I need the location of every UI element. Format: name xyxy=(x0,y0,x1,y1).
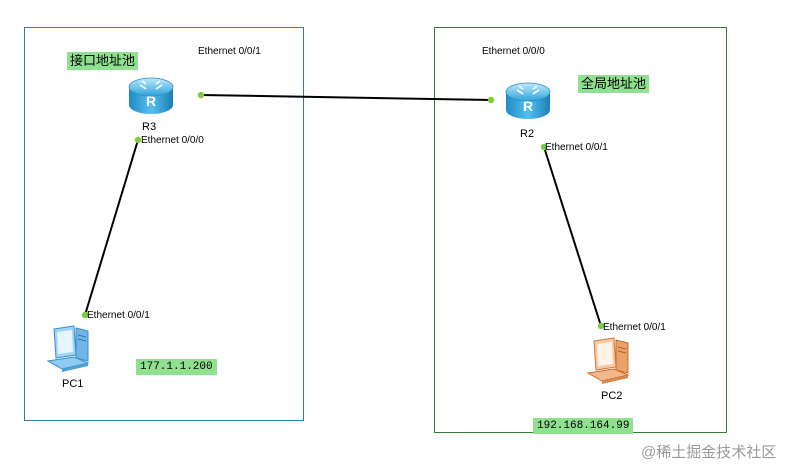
right-area-address: 192.168.164.99 xyxy=(533,418,634,434)
svg-text:R: R xyxy=(523,98,533,114)
pc-icon[interactable] xyxy=(44,325,100,375)
link-r3-r2[interactable] xyxy=(200,94,492,101)
left-area-address: 177.1.1.200 xyxy=(136,359,217,375)
port-label-r3-e000: Ethernet 0/0/0 xyxy=(141,135,204,146)
router-icon[interactable]: R xyxy=(126,73,176,119)
port-dot-r3-e001 xyxy=(197,91,205,99)
pc-icon[interactable] xyxy=(584,337,640,387)
port-label-r3-e001: Ethernet 0/0/1 xyxy=(198,46,261,57)
port-dot-r2-e001 xyxy=(540,143,548,151)
watermark-text: @稀土掘金技术社区 xyxy=(641,444,777,461)
r2-label: R2 xyxy=(520,128,535,140)
right-area-title: 全局地址池 xyxy=(578,75,650,93)
router-icon[interactable]: R xyxy=(503,78,553,124)
left-area-title: 接口地址池 xyxy=(67,52,139,70)
port-label-r2-e001: Ethernet 0/0/1 xyxy=(545,142,608,153)
link-r3-pc1[interactable] xyxy=(84,139,139,316)
pc1-label: PC1 xyxy=(62,378,84,390)
pc2-label: PC2 xyxy=(601,390,623,402)
left-area-box xyxy=(24,27,304,421)
port-label-r2-e000: Ethernet 0/0/0 xyxy=(482,46,545,57)
port-dot-r2-e000 xyxy=(487,96,495,104)
port-dot-r3-e000 xyxy=(134,136,142,144)
port-dot-pc2-e001 xyxy=(597,322,605,330)
port-label-pc1-e001: Ethernet 0/0/1 xyxy=(87,310,150,321)
r3-label: R3 xyxy=(142,121,157,133)
link-r2-pc2[interactable] xyxy=(543,146,602,327)
svg-text:R: R xyxy=(146,93,156,109)
port-label-pc2-e001: Ethernet 0/0/1 xyxy=(603,322,666,333)
port-dot-pc1-e001 xyxy=(81,311,89,319)
